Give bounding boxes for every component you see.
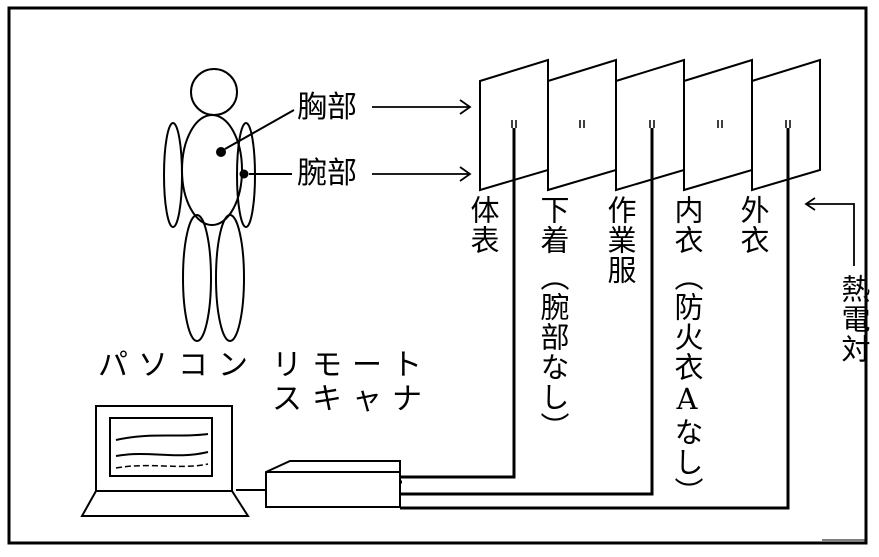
sensor-label: 熱電対 — [837, 274, 871, 364]
pc-icon — [80, 405, 250, 517]
wire-work-clothes — [400, 128, 654, 496]
layer-label-inner-coat: 内衣 — [670, 195, 704, 255]
chest-label: 胸部 — [297, 90, 357, 125]
figure-left-arm — [163, 122, 183, 228]
figure-right-leg — [215, 214, 245, 342]
figure-torso — [181, 114, 243, 226]
frame-border — [7, 6, 868, 545]
chest-leader-line — [224, 109, 295, 150]
layer-label-underwear: 下着 — [536, 195, 570, 255]
scanner-label-line2: スキャナ — [272, 382, 432, 417]
sensor-arrow — [804, 197, 855, 266]
panel-underwear — [547, 58, 617, 192]
pc-label: パソコン — [98, 348, 258, 383]
human-figure — [163, 68, 256, 342]
arm-arrow-head — [459, 166, 472, 182]
figure-left-leg — [182, 214, 212, 342]
scanner-icon — [265, 460, 401, 508]
wire-body-surface — [400, 128, 516, 479]
arm-label: 腕部 — [297, 156, 357, 191]
figure-head — [190, 68, 238, 116]
scanner-body — [265, 460, 401, 508]
pc-base — [80, 490, 250, 517]
arm-sensor-dot — [239, 169, 249, 179]
layer-label-work-clothes: 作業服 — [603, 195, 637, 285]
thermocouple-wires — [400, 128, 790, 510]
chest-sensor-dot — [216, 147, 226, 157]
layer-label-outer-coat: 外衣 — [736, 195, 770, 255]
layer-label-body-surface: 体表 — [466, 195, 500, 255]
layer-note-inner-coat: （防火衣Aなし） — [670, 262, 704, 507]
chest-arrow-head — [459, 99, 472, 115]
scanner-label-line1: リモート — [272, 348, 432, 383]
layer-note-underwear: （腕部なし） — [536, 262, 570, 442]
wire-outer-coat — [400, 128, 790, 510]
